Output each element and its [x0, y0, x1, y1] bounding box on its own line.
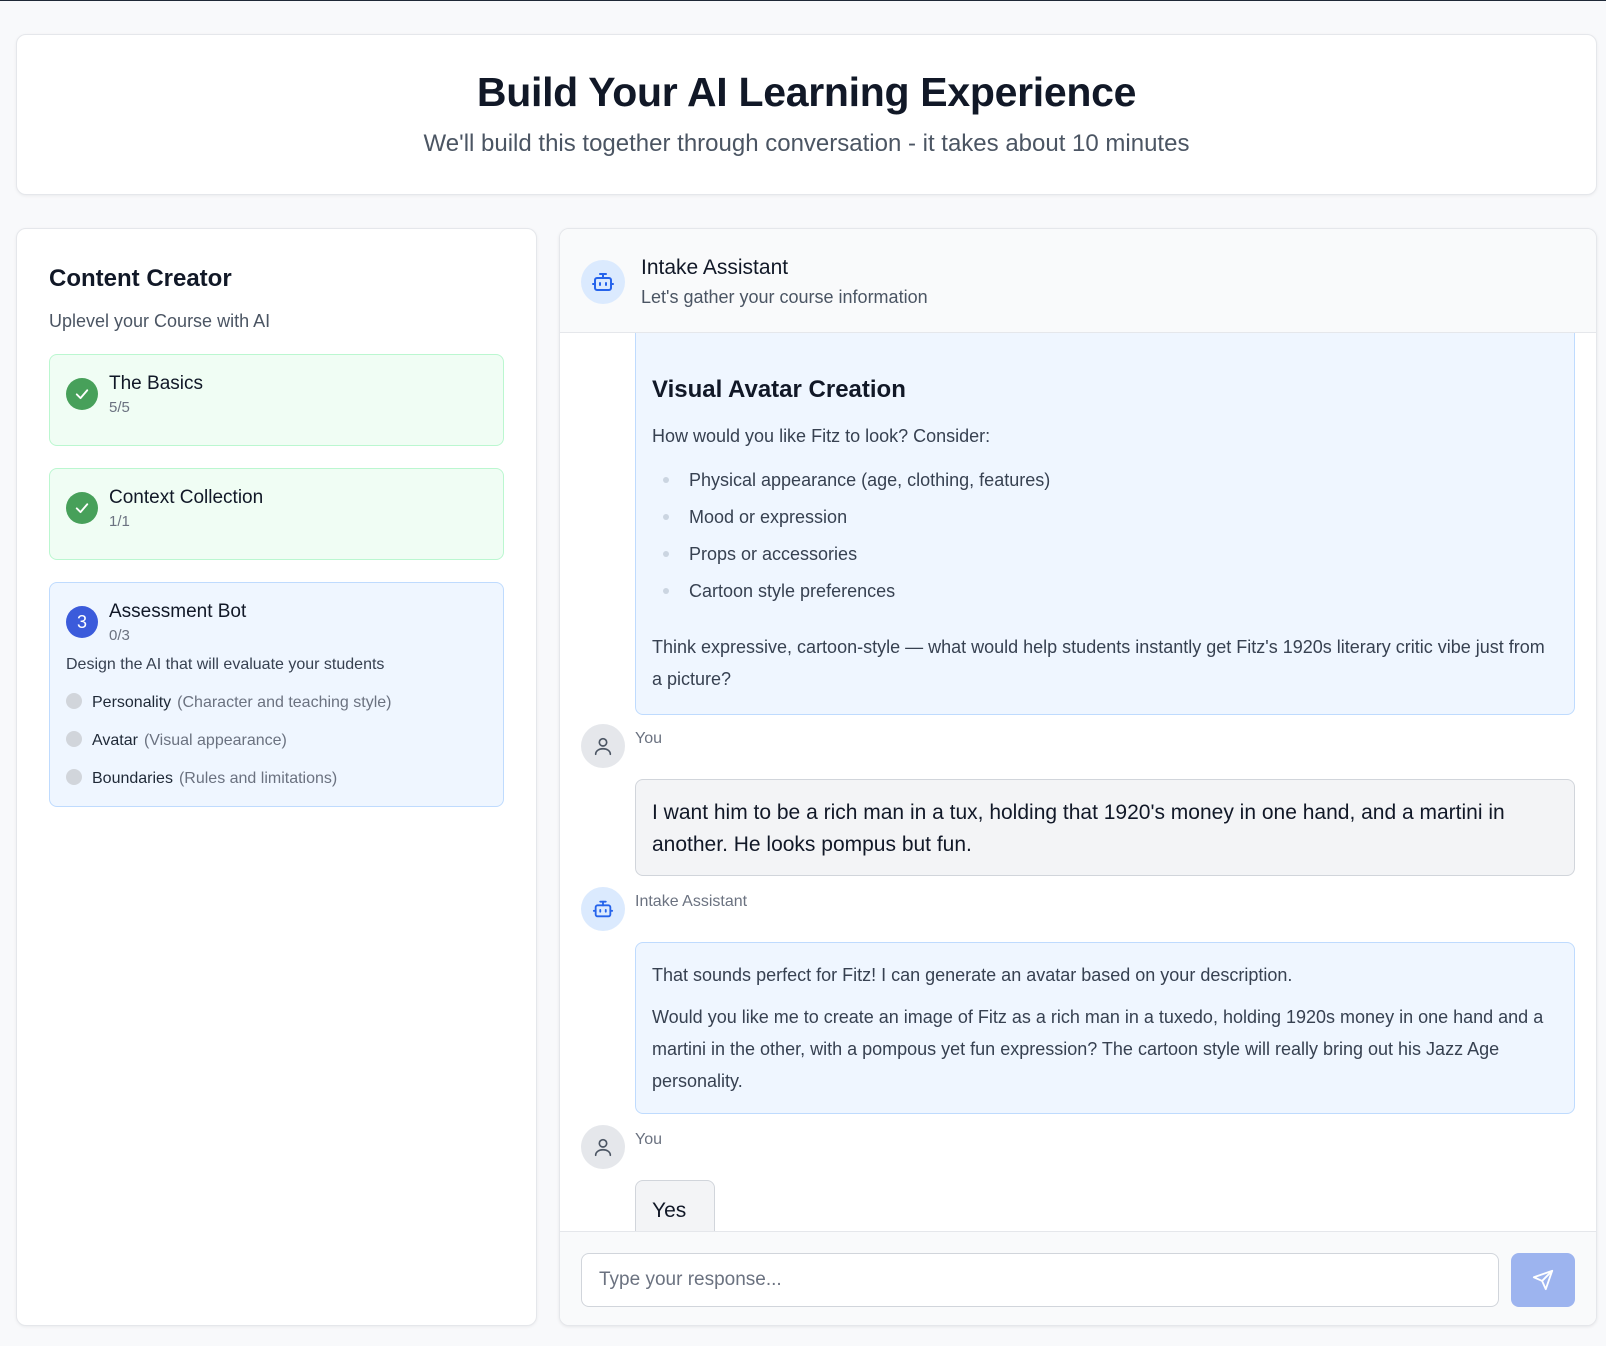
message-text: How would you like Fitz to look? Conside…: [652, 426, 991, 446]
assistant-subtitle: Let's gather your course information: [641, 287, 928, 307]
message-text: Yes: [652, 1199, 687, 1222]
chat-input-bar: [560, 1231, 1596, 1325]
message-text: That sounds perfect for Fitz! I can gene…: [652, 965, 1293, 985]
progress-sidebar: Content Creator Uplevel your Course with…: [16, 228, 537, 1326]
chat-panel: Intake Assistant Let's gather your cours…: [559, 228, 1597, 1326]
message-sender: You: [635, 1131, 662, 1148]
assistant-message: That sounds perfect for Fitz! I can gene…: [635, 942, 1575, 1114]
assistant-name: Intake Assistant: [641, 256, 789, 279]
user-message: Yes: [635, 1180, 715, 1231]
page-title: Build Your AI Learning Experience: [476, 69, 1137, 115]
message-text: I want him to be a rich man in a tux, ho…: [652, 801, 1505, 856]
sidebar-subtitle: Uplevel your Course with AI: [49, 311, 271, 331]
substep-personality: Personality (Character and teaching styl…: [66, 693, 487, 712]
response-input[interactable]: [581, 1253, 1499, 1307]
send-button[interactable]: [1511, 1253, 1575, 1307]
step-count: 0/3: [109, 627, 130, 644]
page-header: Build Your AI Learning Experience We'll …: [16, 34, 1597, 195]
substep-avatar: Avatar (Visual appearance): [66, 731, 487, 750]
step-number-badge: 3: [66, 606, 98, 638]
user-message: I want him to be a rich man in a tux, ho…: [635, 779, 1575, 876]
pending-dot-icon: [66, 693, 82, 709]
page-subtitle: We'll build this together through conver…: [423, 130, 1190, 157]
message-bullets: Physical appearance (age, clothing, feat…: [652, 469, 1558, 617]
step-count: 1/1: [109, 513, 130, 530]
pending-dot-icon: [66, 769, 82, 785]
check-icon: [66, 378, 98, 410]
list-item: Mood or expression: [652, 506, 1558, 543]
list-item: Cartoon style preferences: [652, 580, 1558, 617]
substep-boundaries: Boundaries (Rules and limitations): [66, 769, 487, 788]
robot-icon: [581, 260, 625, 304]
sidebar-title: Content Creator: [49, 265, 232, 292]
message-text: Think expressive, cartoon-style — what w…: [652, 637, 1545, 689]
robot-icon: [581, 887, 625, 931]
step-count: 5/5: [109, 399, 130, 416]
message-list[interactable]: Visual Avatar Creation How would you lik…: [560, 333, 1596, 1231]
check-icon: [66, 492, 98, 524]
step-description: Design the AI that will evaluate your st…: [66, 656, 385, 673]
chat-header: Intake Assistant Let's gather your cours…: [560, 229, 1596, 333]
message-text: Would you like me to create an image of …: [652, 1007, 1544, 1091]
user-icon: [581, 724, 625, 768]
user-icon: [581, 1125, 625, 1169]
assistant-message: Visual Avatar Creation How would you lik…: [635, 333, 1575, 715]
step-the-basics[interactable]: The Basics 5/5: [49, 354, 504, 446]
list-item: Props or accessories: [652, 543, 1558, 580]
message-heading: Visual Avatar Creation: [652, 376, 906, 403]
list-item: Physical appearance (age, clothing, feat…: [652, 469, 1558, 506]
step-title: Context Collection: [109, 487, 264, 508]
pending-dot-icon: [66, 731, 82, 747]
send-icon: [1532, 1269, 1554, 1291]
message-sender: Intake Assistant: [635, 893, 748, 910]
step-context-collection[interactable]: Context Collection 1/1: [49, 468, 504, 560]
step-title: Assessment Bot: [109, 601, 247, 622]
step-assessment-bot[interactable]: 3 Assessment Bot 0/3 Design the AI that …: [49, 582, 504, 807]
message-sender: You: [635, 730, 662, 747]
step-title: The Basics: [109, 373, 203, 394]
